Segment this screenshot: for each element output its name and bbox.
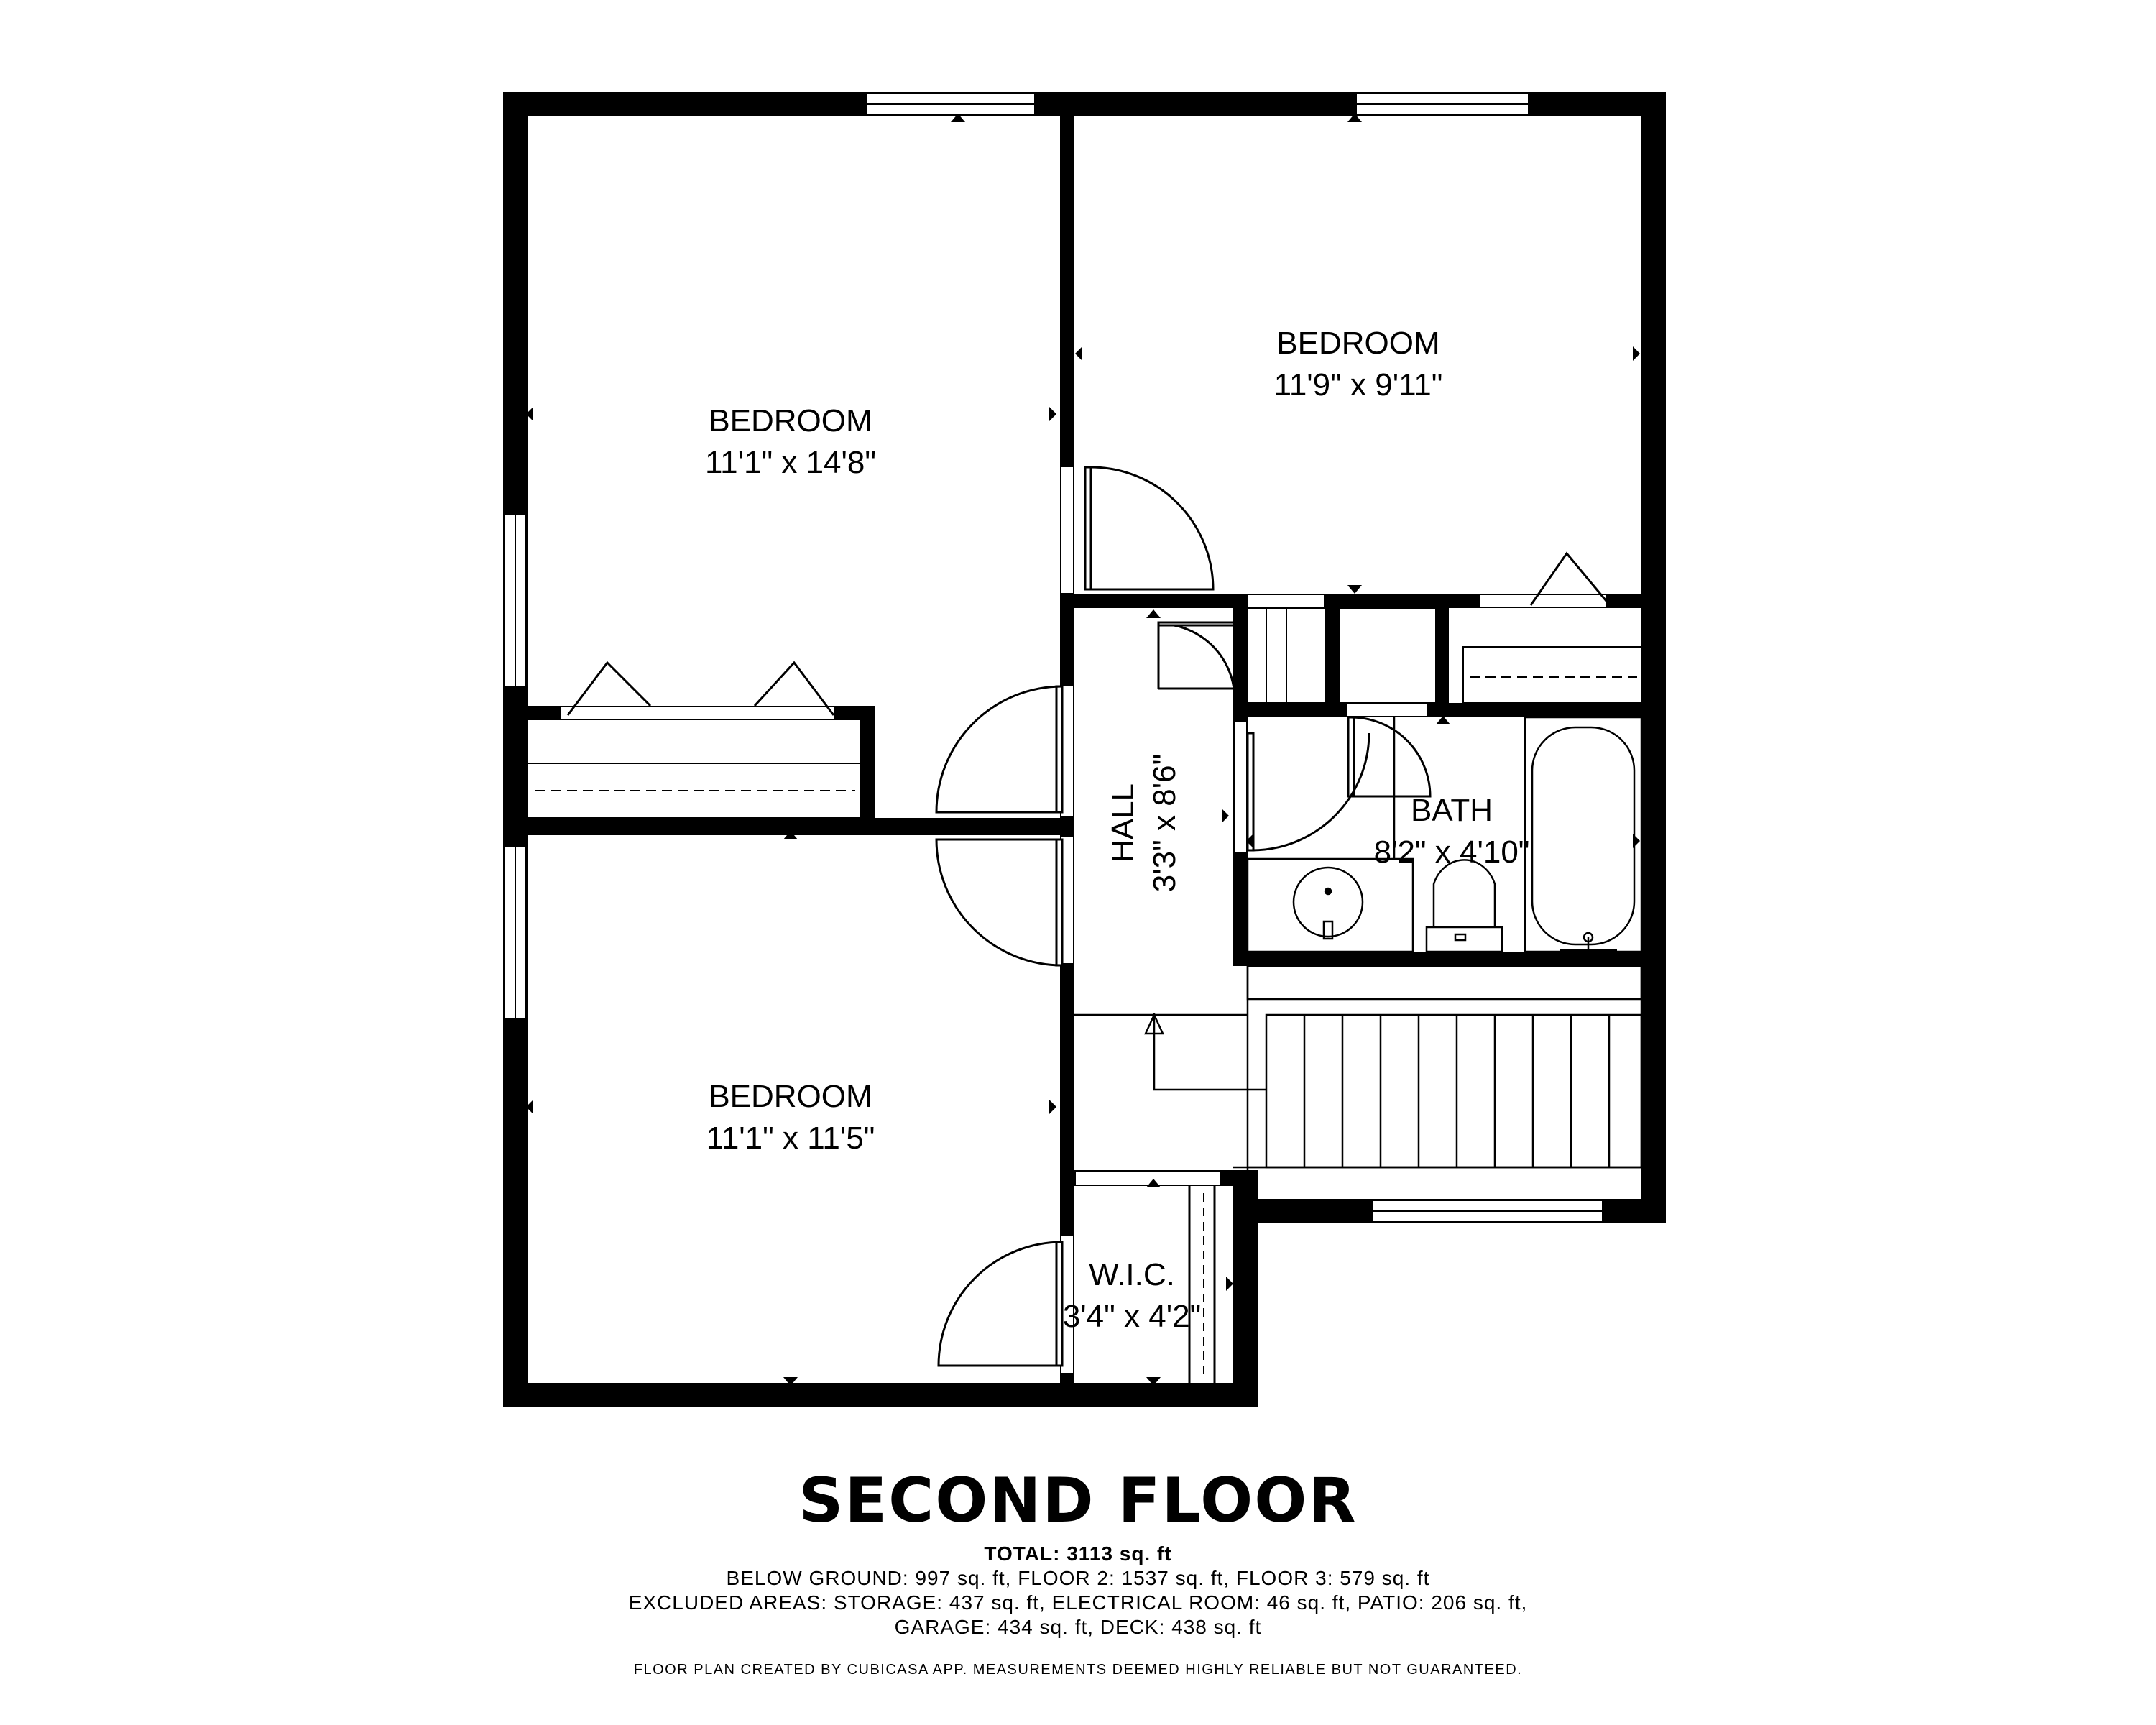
bedroom-3-name: BEDROOM [709,1079,872,1114]
area-breakdown-line-2: EXCLUDED AREAS: STORAGE: 437 sq. ft, ELE… [628,1591,1528,1614]
wic-dims: 3'4" x 4'2" [1063,1299,1201,1334]
credit-note: FLOOR PLAN CREATED BY CUBICASA APP. MEAS… [633,1662,1523,1678]
bedroom-3-dims: 11'1" x 11'5" [706,1121,875,1156]
door-openings [561,467,1606,1373]
dimension-markers [526,114,1640,1386]
bedroom-2-name: BEDROOM [1276,326,1439,361]
closet-shelves [527,607,1642,819]
bath-name: BATH [1411,793,1493,828]
room-labels: BEDROOM 11'1" x 14'8" BEDROOM 11'9" x 9'… [705,326,1529,1334]
hall-dims: 3'3" x 8'6" [1147,754,1182,892]
windows [504,93,1603,1223]
area-breakdown-line-3: GARAGE: 434 sq. ft, DECK: 438 sq. ft [894,1616,1262,1638]
total-area: TOTAL: 3113 sq. ft [0,1542,2156,1565]
area-breakdown-line-1: BELOW GROUND: 997 sq. ft, FLOOR 2: 1537 … [726,1567,1430,1589]
bedroom-1-dims: 11'1" x 14'8" [705,445,876,480]
bedroom-1-name: BEDROOM [709,403,872,438]
bath-dims: 8'2" x 4'10" [1374,834,1530,870]
total-label: TOTAL: [984,1542,1061,1565]
bath-fixtures [1246,716,1643,954]
floor-title: SECOND FLOOR [798,1465,1358,1537]
wic-name: W.I.C. [1089,1257,1175,1292]
stairs [1074,965,1643,1199]
hall-name: HALL [1105,783,1141,862]
doors [566,466,1611,1383]
total-value: 3113 sq. ft [1067,1542,1172,1565]
bedroom-2-dims: 11'9" x 9'11" [1274,367,1443,402]
